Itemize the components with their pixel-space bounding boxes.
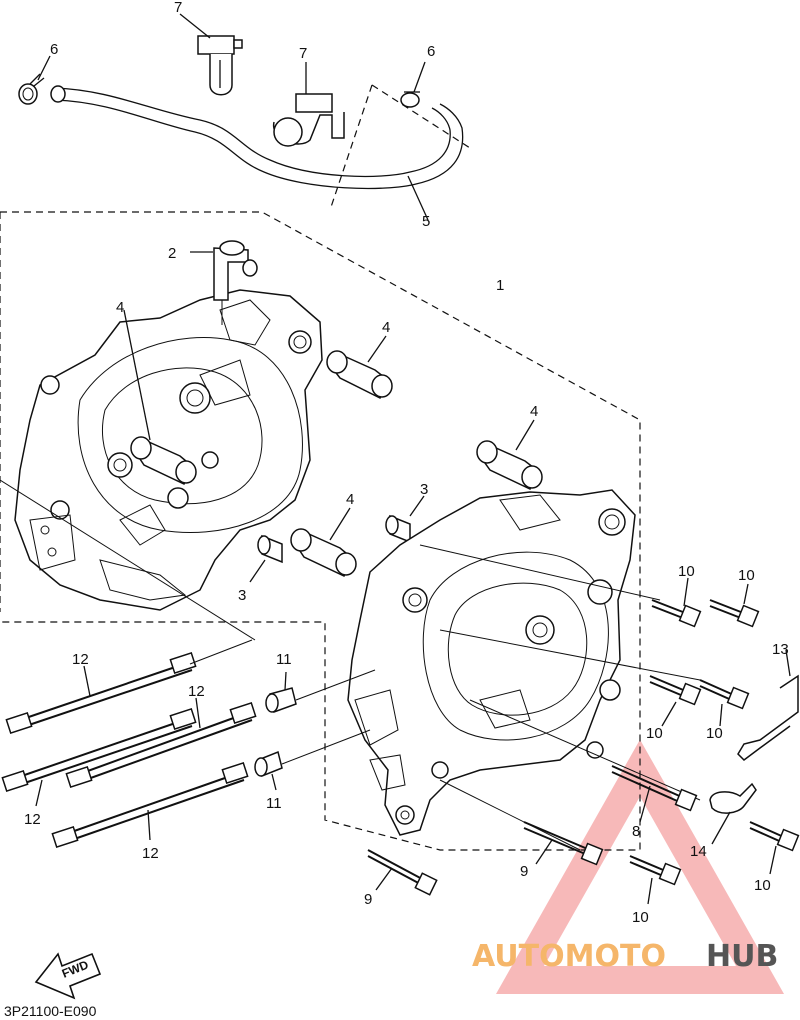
forward-arrow: FWD [34, 952, 102, 1000]
bolt-10-c [649, 675, 702, 727]
hose-clamp-right [400, 61, 426, 108]
callout-11a: 11 [276, 651, 292, 668]
collar-left [249, 534, 283, 583]
callout-9a: 9 [520, 863, 528, 880]
crankcase-left [14, 289, 323, 611]
clip [709, 782, 757, 845]
stud-bolt-4 [51, 761, 249, 849]
callout-4c: 4 [530, 403, 538, 420]
bolt-10-a [651, 577, 702, 628]
dowel-pin-c [476, 419, 543, 491]
callout-8: 8 [632, 823, 640, 840]
dowel-pin-a [326, 335, 393, 400]
assembly-lines [0, 479, 701, 851]
knock-pin-upper [265, 671, 297, 713]
callout-12a: 12 [72, 651, 89, 668]
callout-10e: 10 [632, 909, 649, 926]
callout-12d: 12 [142, 845, 159, 862]
hose-clamp-left [18, 55, 51, 105]
callout-7b: 7 [299, 45, 307, 62]
watermark-part2: HUB [706, 939, 778, 974]
collar-right [385, 495, 425, 544]
callout-12b: 12 [188, 683, 205, 700]
stud-bolt-1 [5, 651, 197, 735]
bolt-10-f [749, 821, 800, 875]
diagram-code: 3P21100-E090 [4, 1003, 97, 1019]
dowel-pin-d [290, 507, 357, 578]
group-outline-hose [329, 84, 471, 211]
breather-hose [50, 85, 464, 221]
callout-5: 5 [422, 213, 430, 230]
callout-6b: 6 [427, 43, 435, 60]
bolt-10-d [699, 679, 750, 727]
callout-3: 3 [238, 587, 246, 604]
callout-10b: 10 [738, 567, 755, 584]
callout-3b: 3 [420, 481, 428, 498]
callout-10f: 10 [754, 877, 771, 894]
bolt-9-b [367, 849, 438, 896]
stud-bolt-3 [65, 697, 257, 789]
bolt-8 [611, 765, 698, 823]
breather-nipple [190, 240, 258, 325]
callout-11b: 11 [266, 795, 282, 812]
bolt-10-e [629, 855, 682, 905]
callout-10c: 10 [646, 725, 663, 742]
callout-9b: 9 [364, 891, 372, 908]
callout-10d: 10 [706, 725, 723, 742]
callout-12c: 12 [24, 811, 41, 828]
stud-bolt-2 [1, 707, 197, 807]
callout-7a: 7 [174, 0, 182, 16]
crankcase-right [347, 489, 636, 836]
callout-10a: 10 [678, 563, 695, 580]
watermark-part1: AUTOMOTO [472, 939, 666, 974]
knock-pin-lower [254, 750, 283, 791]
callout-2: 2 [168, 245, 176, 262]
callout-4a: 4 [382, 319, 390, 336]
watermark-text: AUTOMOTO HUB [472, 939, 778, 974]
hose-holder-mid [273, 62, 345, 147]
bolt-9-a [523, 821, 604, 866]
callout-1: 1 [496, 277, 504, 294]
dowel-pin-b [123, 309, 197, 486]
bolt-10-b [709, 583, 760, 628]
watermark-triangle [495, 739, 785, 994]
callout-6a: 6 [50, 41, 58, 58]
callout-labels: 1 2 3 3 4 4 4 4 5 6 6 7 7 8 9 9 10 10 10… [24, 0, 789, 926]
callout-4b: 4 [116, 299, 124, 316]
bracket [737, 649, 799, 761]
callout-4d: 4 [346, 491, 354, 508]
callout-13: 13 [772, 641, 789, 658]
callout-14: 14 [690, 843, 707, 860]
hose-holder-top [179, 13, 243, 96]
